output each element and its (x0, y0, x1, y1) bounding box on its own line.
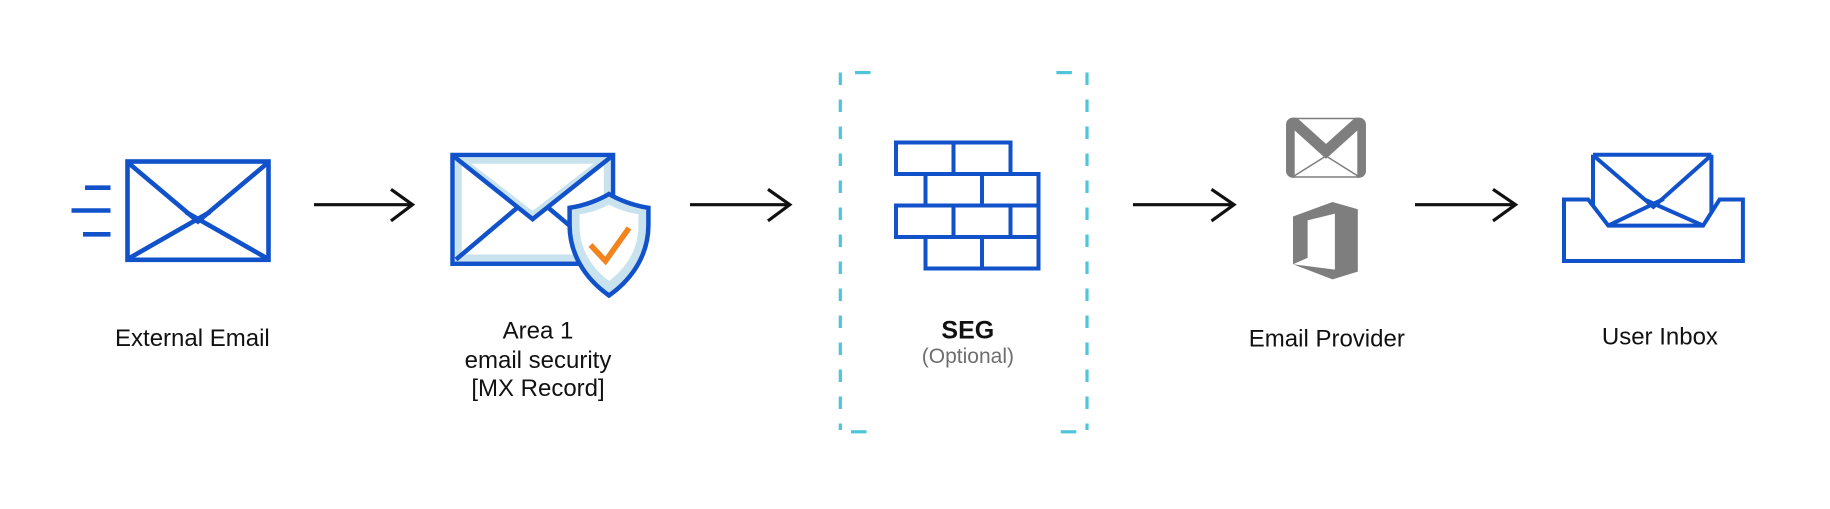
svg-text:(Optional): (Optional) (922, 345, 1014, 368)
svg-text:Area 1: Area 1 (503, 318, 574, 345)
svg-text:[MX Record]: [MX Record] (471, 375, 604, 402)
svg-text:User Inbox: User Inbox (1602, 324, 1718, 351)
svg-text:External Email: External Email (115, 325, 270, 352)
svg-text:Email Provider: Email Provider (1249, 326, 1405, 353)
svg-text:SEG: SEG (941, 316, 994, 344)
svg-text:email security: email security (465, 347, 612, 374)
